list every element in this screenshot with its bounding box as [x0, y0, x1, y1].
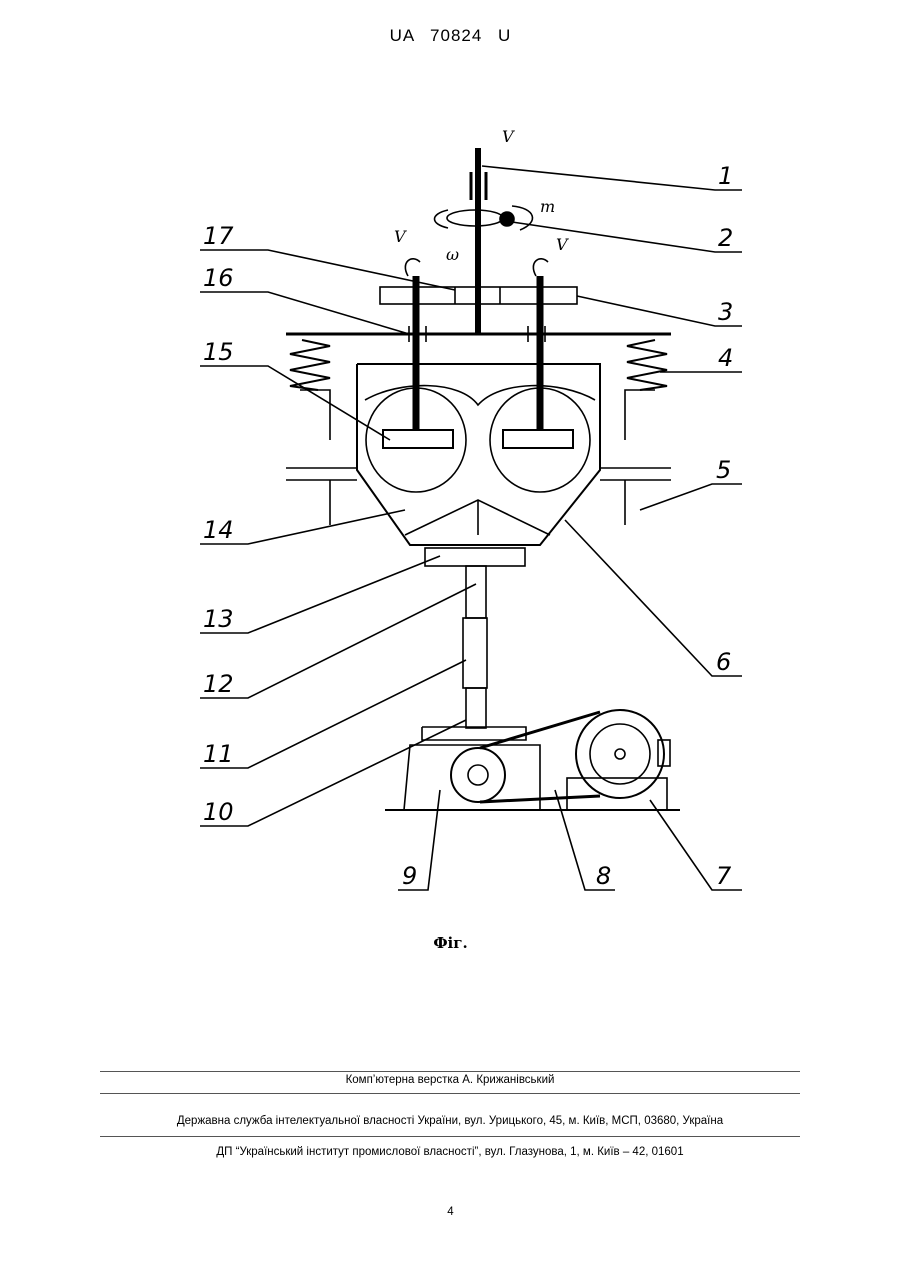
symbol-v-top: V	[502, 130, 515, 146]
symbol-omega: ω	[446, 245, 459, 264]
label-3: 3	[718, 298, 733, 326]
label-10: 10	[203, 798, 234, 826]
layout-credit: Комп’ютерна верстка А. Крижанівський	[100, 1074, 800, 1086]
footer-rule-top	[100, 1071, 800, 1072]
label-2: 2	[718, 224, 733, 252]
patent-drawing: 1 2 3 4 5 6 7 8 9 10 11 12 13 14 15 16 1…	[150, 130, 770, 900]
label-14: 14	[203, 516, 234, 544]
office-address: Державна служба інтелектуальної власност…	[100, 1115, 800, 1127]
figure-caption: Фіг.	[0, 934, 901, 952]
label-15: 15	[203, 338, 234, 366]
footer-rule-bottom	[100, 1136, 800, 1137]
institute-address: ДП “Український інститут промислової вла…	[100, 1146, 800, 1158]
label-5: 5	[716, 456, 731, 484]
footer-rule-middle	[100, 1093, 800, 1094]
unbalanced-mass	[500, 212, 514, 226]
label-1: 1	[718, 162, 733, 190]
label-13: 13	[203, 605, 234, 633]
label-12: 12	[203, 670, 234, 698]
symbol-v-right: V	[556, 235, 569, 254]
patent-number-header: UA 70824 U	[0, 26, 901, 46]
label-17: 17	[203, 222, 234, 250]
page-number: 4	[0, 1206, 901, 1218]
label-8: 8	[596, 862, 611, 890]
symbol-v-left: V	[394, 227, 407, 246]
label-11: 11	[203, 740, 234, 768]
label-9: 9	[402, 862, 417, 890]
label-16: 16	[203, 264, 234, 292]
label-4: 4	[718, 344, 733, 372]
symbol-m: m	[540, 197, 555, 216]
label-6: 6	[716, 648, 731, 676]
label-7: 7	[716, 862, 732, 890]
